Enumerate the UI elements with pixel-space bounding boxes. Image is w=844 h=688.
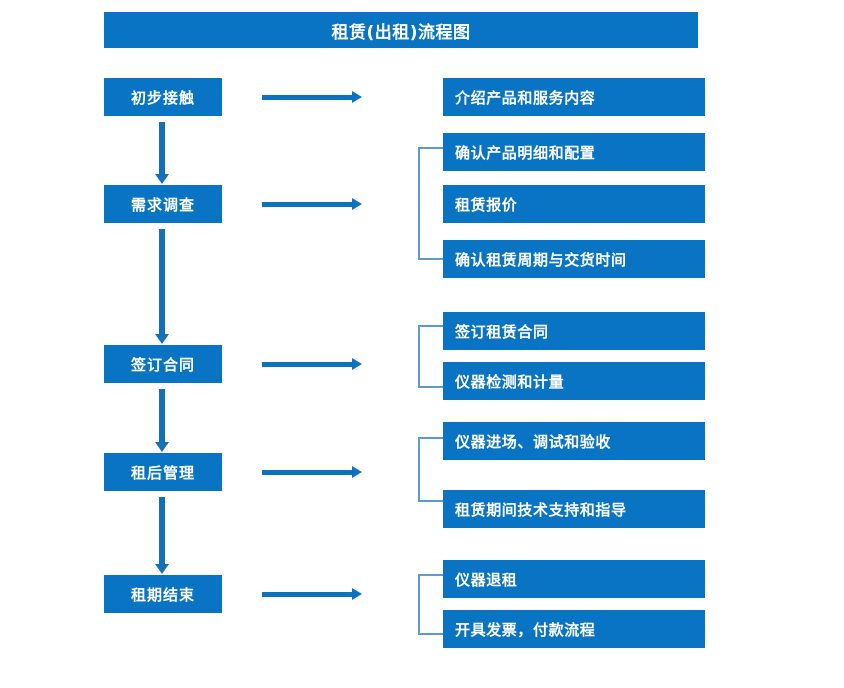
stage-box-sign-contract: 签订合同 [104, 345, 222, 383]
right-arrow-icon [262, 197, 362, 211]
stage-label: 租期结束 [130, 585, 195, 604]
stage-label: 租后管理 [130, 463, 195, 482]
detail-box-instrument-inspection: 仪器检测和计量 [443, 362, 705, 400]
detail-box-technical-support: 租赁期间技术支持和指导 [443, 490, 705, 528]
detail-label: 开具发票，付款流程 [455, 620, 596, 639]
detail-label: 仪器检测和计量 [455, 372, 565, 391]
detail-box-introduce-products: 介绍产品和服务内容 [443, 78, 705, 116]
down-arrow-icon [155, 389, 169, 452]
stage-label: 签订合同 [130, 355, 195, 374]
group-bracket [418, 147, 443, 260]
group-bracket [418, 574, 443, 635]
detail-box-confirm-period-delivery: 确认租赁周期与交货时间 [443, 240, 705, 278]
detail-label: 签订租赁合同 [455, 322, 549, 341]
right-arrow-icon [262, 465, 362, 479]
right-arrow-icon [262, 587, 362, 601]
down-arrow-icon [155, 122, 169, 184]
detail-label: 租赁报价 [455, 195, 518, 214]
group-bracket [418, 437, 443, 502]
stage-box-post-rental-management: 租后管理 [104, 453, 222, 491]
detail-box-confirm-product-spec: 确认产品明细和配置 [443, 133, 705, 171]
detail-box-instrument-entry-commissioning: 仪器进场、调试和验收 [443, 422, 705, 460]
detail-label: 仪器退租 [455, 570, 518, 589]
stage-box-lease-end: 租期结束 [104, 575, 222, 613]
right-arrow-icon [262, 357, 362, 371]
detail-label: 介绍产品和服务内容 [455, 88, 596, 107]
down-arrow-icon [155, 497, 169, 574]
detail-box-instrument-return: 仪器退租 [443, 560, 705, 598]
stage-label: 需求调查 [130, 195, 195, 214]
detail-label: 确认产品明细和配置 [455, 143, 596, 162]
group-bracket [418, 325, 443, 388]
stage-box-initial-contact: 初步接触 [104, 78, 222, 116]
right-arrow-icon [262, 90, 362, 104]
stage-label: 初步接触 [130, 88, 195, 107]
detail-box-rental-quote: 租赁报价 [443, 185, 705, 223]
detail-label: 租赁期间技术支持和指导 [455, 500, 627, 519]
detail-label: 仪器进场、调试和验收 [455, 432, 612, 451]
detail-box-sign-rental-contract: 签订租赁合同 [443, 312, 705, 350]
detail-box-invoice-payment: 开具发票，付款流程 [443, 610, 705, 648]
detail-label: 确认租赁周期与交货时间 [455, 250, 627, 269]
stage-box-needs-survey: 需求调查 [104, 185, 222, 223]
page-title: 租赁(出租)流程图 [104, 12, 698, 48]
down-arrow-icon [155, 229, 169, 344]
